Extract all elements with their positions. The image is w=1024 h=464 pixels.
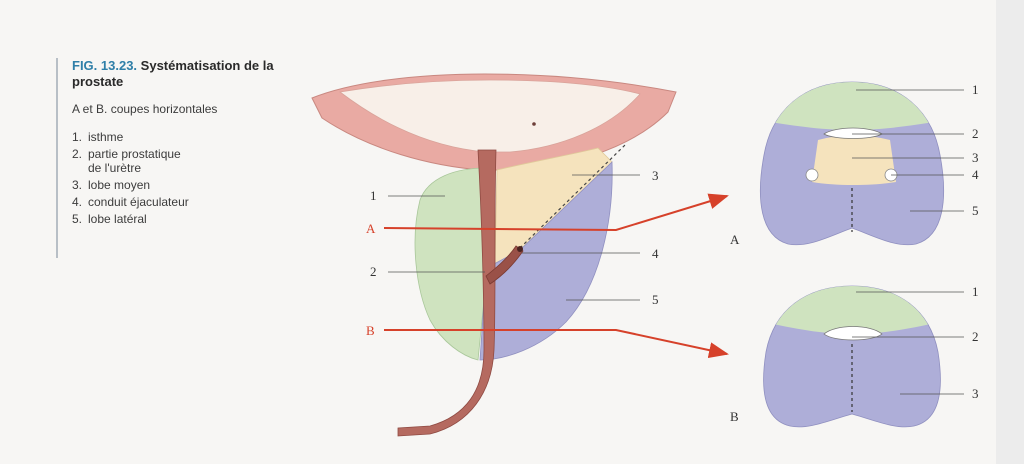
bladder-marker bbox=[532, 122, 536, 126]
section-b-label-3: 3 bbox=[972, 386, 979, 401]
legend-item: 2.partie prostatique de l'urètre bbox=[72, 147, 181, 175]
legend-list: 1.isthme 2.partie prostatique de l'urètr… bbox=[72, 130, 296, 226]
duct-opening bbox=[517, 246, 523, 252]
section-line-a bbox=[383, 193, 729, 232]
main-label-1: 1 bbox=[370, 188, 377, 203]
legend-item: 3.lobe moyen bbox=[72, 178, 151, 192]
main-label-2: 2 bbox=[370, 264, 377, 279]
section-a-label-3: 3 bbox=[972, 150, 979, 165]
legend-item: 5.lobe latéral bbox=[72, 212, 147, 226]
section-b-title: B bbox=[730, 409, 739, 424]
main-view: A B 1 2 3 4 5 bbox=[311, 73, 729, 437]
legend-item: 4.conduit éjaculateur bbox=[72, 195, 189, 209]
bladder-lumen bbox=[339, 79, 641, 153]
section-line-b bbox=[384, 329, 729, 359]
section-b-isthme bbox=[763, 286, 941, 334]
main-label-3: 3 bbox=[652, 168, 659, 183]
section-a-isthme bbox=[760, 82, 944, 130]
section-label-b: B bbox=[366, 323, 375, 338]
figure-number: FIG. 13.23. bbox=[72, 58, 138, 73]
legend-item: 1.isthme bbox=[72, 130, 124, 144]
section-b-label-1: 1 bbox=[972, 284, 979, 299]
section-label-a: A bbox=[366, 221, 376, 236]
main-label-5: 5 bbox=[652, 292, 659, 307]
lobe-boundary-dashed bbox=[519, 144, 626, 249]
figure-title-text: Systématisation de la prostate bbox=[72, 58, 274, 89]
section-a-label-2: 2 bbox=[972, 126, 979, 141]
section-b-label-2: 2 bbox=[972, 329, 979, 344]
isthme-region bbox=[414, 167, 487, 361]
figure-caption: FIG. 13.23. Systématisation de la prosta… bbox=[56, 58, 296, 258]
main-label-4: 4 bbox=[652, 246, 659, 261]
section-a-duct-left bbox=[805, 168, 819, 182]
section-a-lobe-moyen bbox=[812, 135, 896, 185]
ejaculatory-duct bbox=[485, 245, 524, 285]
page-edge bbox=[996, 0, 1024, 464]
section-b: 1 2 3 B bbox=[730, 284, 979, 428]
section-a-label-5: 5 bbox=[972, 203, 979, 218]
lobe-lateral-region bbox=[479, 161, 613, 361]
figure-subtitle: A et B. coupes horizontales bbox=[72, 102, 218, 116]
section-a-label-1: 1 bbox=[972, 82, 979, 97]
section-a-label-4: 4 bbox=[972, 167, 979, 182]
section-a: 1 2 3 4 5 A bbox=[730, 81, 979, 247]
figure-title: FIG. 13.23. Systématisation de la prosta… bbox=[72, 58, 296, 90]
section-a-title: A bbox=[730, 232, 740, 247]
